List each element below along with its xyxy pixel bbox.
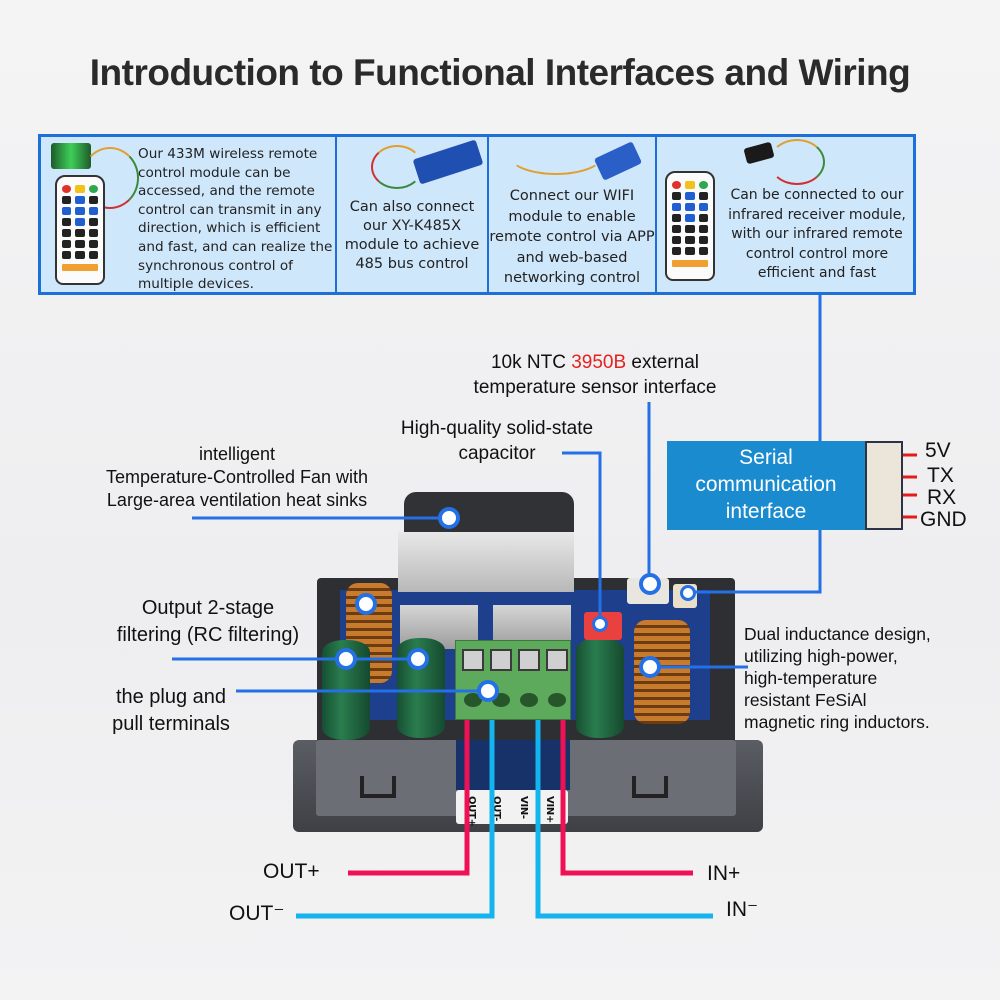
fan-callout-dot bbox=[438, 507, 460, 529]
heat-sink bbox=[398, 532, 574, 592]
feature-rs485: Can also connect our XY-K485X module to … bbox=[337, 137, 489, 292]
terminal-label: OUT- bbox=[491, 796, 502, 821]
terminal-slot bbox=[518, 649, 540, 671]
terminal-label: the plug and pull terminals bbox=[112, 686, 230, 735]
rs485-module-icon bbox=[412, 139, 484, 185]
terminal-slot bbox=[490, 649, 512, 671]
pin-label-tx: TX bbox=[927, 464, 954, 487]
page-title: Introduction to Functional Interfaces an… bbox=[89, 52, 911, 93]
module-wire-icon bbox=[507, 133, 605, 175]
capacitor-callout-dot bbox=[592, 616, 608, 632]
out-plus-label: OUT+ bbox=[263, 860, 320, 883]
terminal-callout-dot bbox=[477, 680, 499, 702]
module-wire-icon bbox=[81, 147, 139, 209]
pin-label-5v: 5V bbox=[925, 439, 951, 462]
ntc-label-line2: temperature sensor interface bbox=[473, 377, 717, 398]
ntc-model: 3950B bbox=[571, 352, 627, 373]
cooling-fan bbox=[404, 492, 574, 536]
feature-text: Can also connect our XY-K485X module to … bbox=[344, 199, 480, 272]
input-capacitor bbox=[576, 638, 624, 738]
ntc-label-line1: 10k NTC 3950B external bbox=[490, 352, 700, 373]
pin-label-gnd: GND bbox=[920, 508, 967, 531]
inductor-output-callout-dot bbox=[355, 593, 377, 615]
feature-text: Connect our WIFI module to enable remote… bbox=[489, 188, 655, 286]
terminal-screw bbox=[548, 693, 566, 707]
mount-slot bbox=[360, 776, 396, 798]
capacitor-label: High-quality solid-state capacitor bbox=[400, 418, 594, 464]
in-minus-label: IN⁻ bbox=[726, 898, 759, 921]
remote-control-icon bbox=[665, 171, 715, 281]
terminal-label-strip: OUT+ OUT- VIN- VIN+ bbox=[456, 790, 568, 827]
serial-connector-icon bbox=[865, 441, 903, 530]
feature-433m-remote: Our 433M wireless remote control module … bbox=[41, 137, 337, 292]
serial-callout-dot bbox=[680, 585, 696, 601]
pin-label-rx: RX bbox=[927, 486, 957, 509]
feature-text: Our 433M wireless remote control module … bbox=[138, 146, 333, 293]
ntc-sensor-label: 10k NTC 3950B external temperature senso… bbox=[450, 350, 740, 400]
filter-label: Output 2-stage filtering (RC filtering) bbox=[116, 597, 300, 646]
filter-cap2-callout-dot bbox=[407, 648, 429, 670]
in-plus-label: IN+ bbox=[707, 862, 741, 885]
remote-control-icon bbox=[55, 175, 105, 285]
module-wire-icon bbox=[769, 139, 825, 185]
mount-slot bbox=[632, 776, 668, 798]
out-minus-label: OUT⁻ bbox=[229, 902, 285, 925]
serial-interface-box: Serial communication interface bbox=[667, 441, 865, 530]
inductor-callout-dot bbox=[639, 656, 661, 678]
feature-wifi: Connect our WIFI module to enable remote… bbox=[489, 137, 657, 292]
terminal-label: OUT+ bbox=[466, 796, 477, 827]
feature-text: Can be connected to our infrared receive… bbox=[728, 187, 906, 281]
ntc-callout-dot bbox=[639, 573, 661, 595]
module-wire-icon bbox=[371, 145, 423, 189]
inductor-label: Dual inductance design, utilizing high-p… bbox=[744, 624, 931, 732]
feature-panel: Our 433M wireless remote control module … bbox=[38, 134, 916, 295]
terminal-label: VIN- bbox=[518, 796, 529, 819]
terminal-screw bbox=[520, 693, 538, 707]
output-terminal-block bbox=[455, 640, 571, 720]
terminal-slot bbox=[462, 649, 484, 671]
filter-cap1-callout-dot bbox=[335, 648, 357, 670]
terminal-label: VIN+ bbox=[544, 796, 555, 824]
fan-label: intelligent Temperature-Controlled Fan w… bbox=[105, 444, 369, 510]
feature-infrared: Can be connected to our infrared receive… bbox=[657, 137, 913, 292]
display-window bbox=[456, 740, 570, 790]
terminal-slot bbox=[546, 649, 568, 671]
